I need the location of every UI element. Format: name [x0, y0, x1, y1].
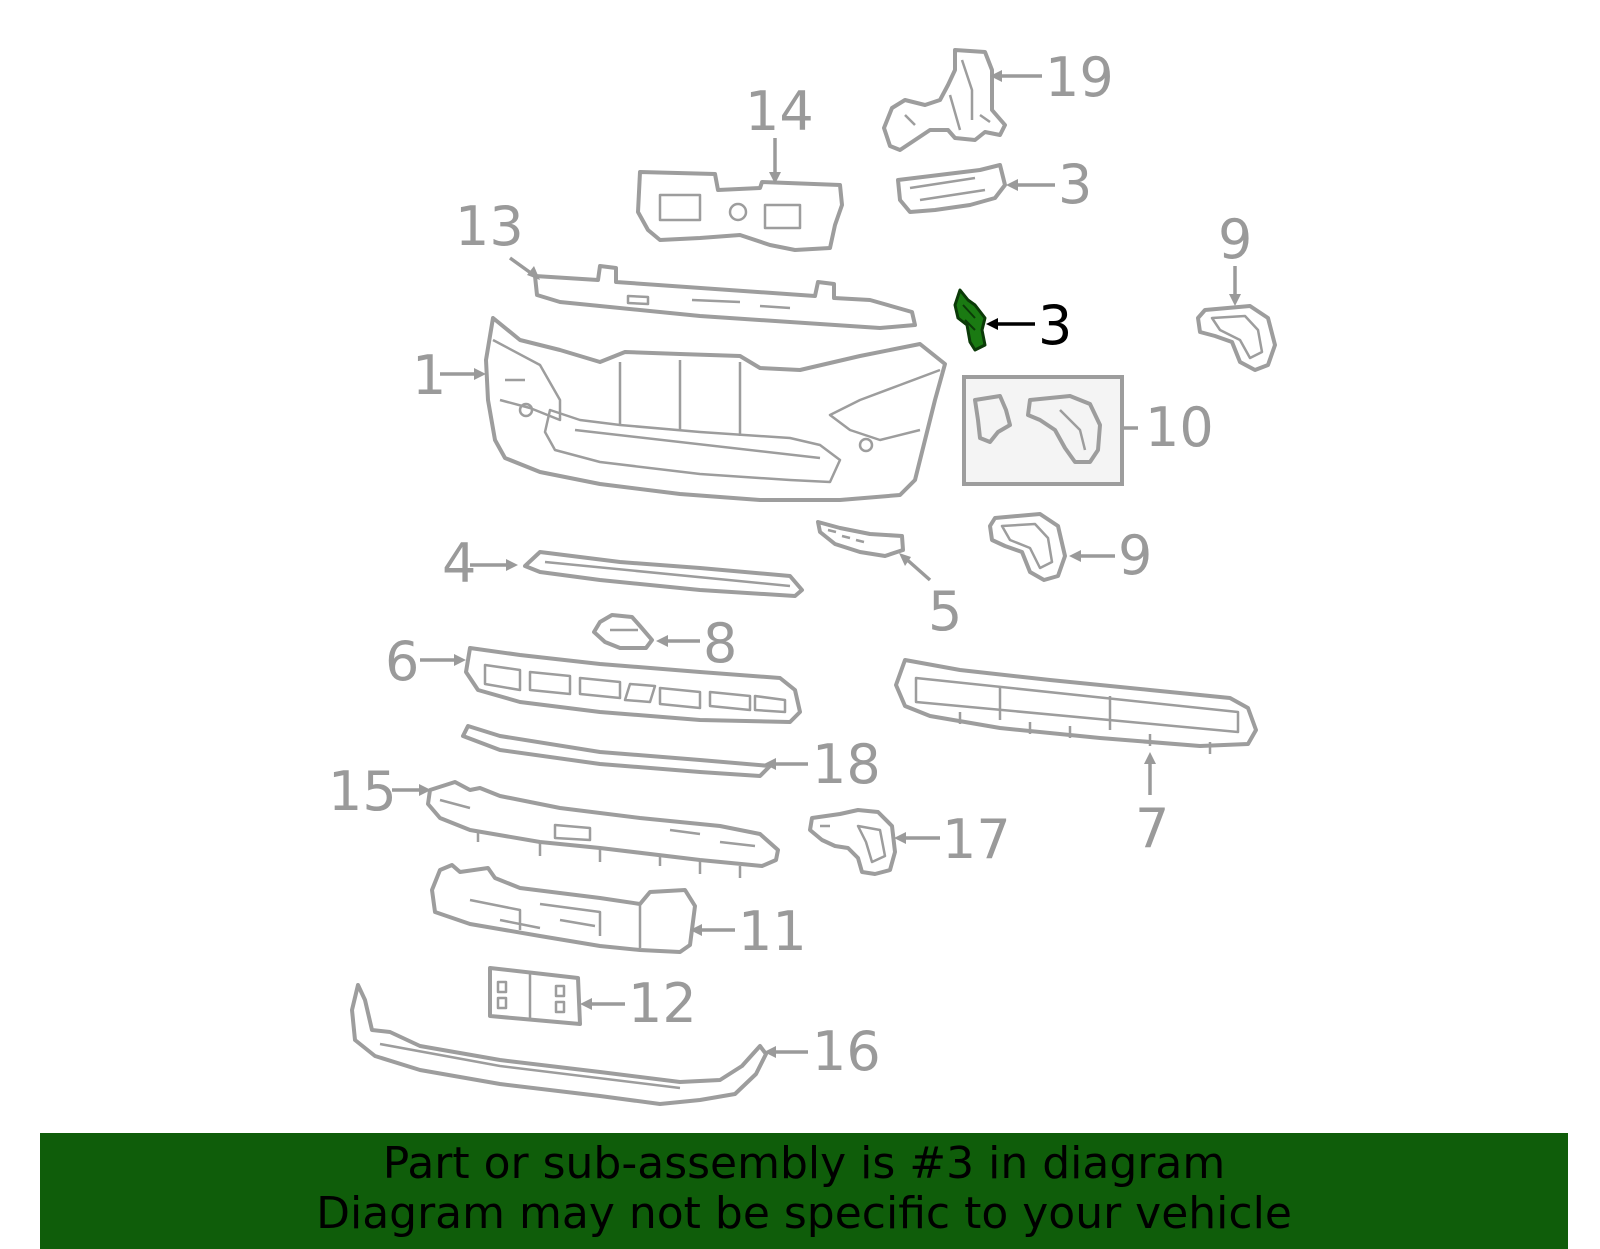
- part-18-molding: [461, 724, 772, 778]
- part-16-valance: [350, 983, 768, 1106]
- callout-6: 6: [385, 630, 419, 693]
- callout-13: 13: [455, 195, 524, 258]
- callout-17: 17: [942, 808, 1011, 871]
- callout-5: 5: [928, 580, 962, 643]
- callout-1: 1: [412, 344, 446, 407]
- part-9-upper-bezel: [1196, 304, 1277, 372]
- callout-10: 10: [1145, 396, 1214, 459]
- part-9-lower-bezel: [988, 512, 1067, 582]
- part-11-support: [430, 863, 697, 954]
- callout-9b: 9: [1118, 524, 1152, 587]
- callout-15: 15: [328, 760, 397, 823]
- callout-18: 18: [812, 733, 881, 796]
- part-15-absorber: [426, 780, 780, 878]
- callout-7: 7: [1135, 797, 1169, 860]
- part-10-bracket-kit: [962, 375, 1124, 486]
- callout-9a: 9: [1218, 208, 1252, 271]
- info-banner: Part or sub-assembly is #3 in diagram Di…: [40, 1133, 1568, 1249]
- callout-12: 12: [628, 972, 697, 1035]
- callout-16: 16: [812, 1020, 881, 1083]
- callout-11: 11: [738, 900, 807, 963]
- callout-14: 14: [745, 80, 814, 143]
- part-7-lower-grille: [894, 658, 1258, 754]
- part-5-trim: [816, 520, 905, 558]
- callout-8: 8: [703, 612, 737, 675]
- part-13-reinforcement: [533, 264, 917, 330]
- callout-19: 19: [1045, 46, 1114, 109]
- part-19-bracket: [882, 48, 1007, 152]
- part-17-bracket: [808, 808, 897, 876]
- part-6-grille: [464, 646, 802, 724]
- banner-line-part: Part or sub-assembly is #3 in diagram: [382, 1138, 1226, 1189]
- part-12-license-bracket: [488, 966, 582, 1026]
- part-8-bracket: [592, 613, 654, 650]
- part-2-bracket: [896, 163, 1007, 214]
- part-4-molding: [523, 550, 804, 598]
- part-3-highlighted-bracket: [953, 288, 987, 352]
- banner-line-disclaimer: Diagram may not be specific to your vehi…: [316, 1188, 1292, 1239]
- part-1-bumper-cover: [484, 316, 947, 502]
- part-14-absorber: [636, 170, 844, 252]
- callout-3: 3: [1038, 294, 1072, 357]
- callout-2: 3: [1058, 153, 1092, 216]
- callout-4: 4: [442, 532, 476, 595]
